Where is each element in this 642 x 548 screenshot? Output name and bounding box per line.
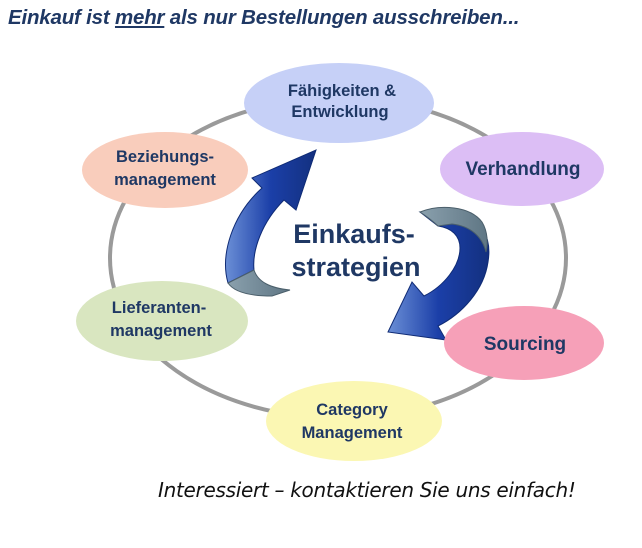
headline: Einkauf ist mehr als nur Bestellungen au… [8, 6, 638, 30]
right-curved-arrow [387, 206, 490, 341]
headline-emphasis: mehr [114, 6, 165, 29]
headline-part2: als nur Bestellungen ausschreiben... [164, 6, 520, 29]
node-supplier-management: Lieferanten- management [76, 281, 248, 361]
node-category-management: Category Management [266, 381, 442, 461]
node-skills-development: Fähigkeiten & Entwicklung [244, 63, 434, 143]
node-skills-line1: Fähigkeiten & [288, 82, 396, 100]
node-relationship-line2: management [114, 171, 216, 189]
node-sourcing: Sourcing [444, 306, 604, 380]
node-relationship-line1: Beziehungs- [116, 148, 214, 166]
center-title-line1: Einkaufs- [293, 219, 415, 249]
node-negotiation-shape [440, 132, 604, 206]
node-supplier-line2: management [110, 322, 212, 340]
node-supplier-shape [76, 281, 248, 361]
node-relationship-shape [82, 132, 248, 208]
node-sourcing-line1: Sourcing [484, 334, 566, 355]
node-sourcing-shape [444, 306, 604, 380]
node-skills-line2: Entwicklung [291, 103, 388, 121]
center-title-line2: strategien [291, 252, 420, 282]
node-relationship-management: Beziehungs- management [82, 132, 248, 208]
node-supplier-line1: Lieferanten- [112, 299, 206, 317]
node-category-shape [266, 381, 442, 461]
contact-tagline: Interessiert – kontaktieren Sie uns einf… [158, 478, 576, 502]
node-category-line1: Category [316, 401, 388, 419]
headline-part1: Einkauf ist [8, 6, 115, 29]
left-curved-arrow [225, 149, 317, 297]
node-negotiation: Verhandlung [440, 132, 604, 206]
node-negotiation-line1: Verhandlung [465, 159, 580, 180]
node-category-line2: Management [302, 424, 403, 442]
node-skills-shape [244, 63, 434, 143]
